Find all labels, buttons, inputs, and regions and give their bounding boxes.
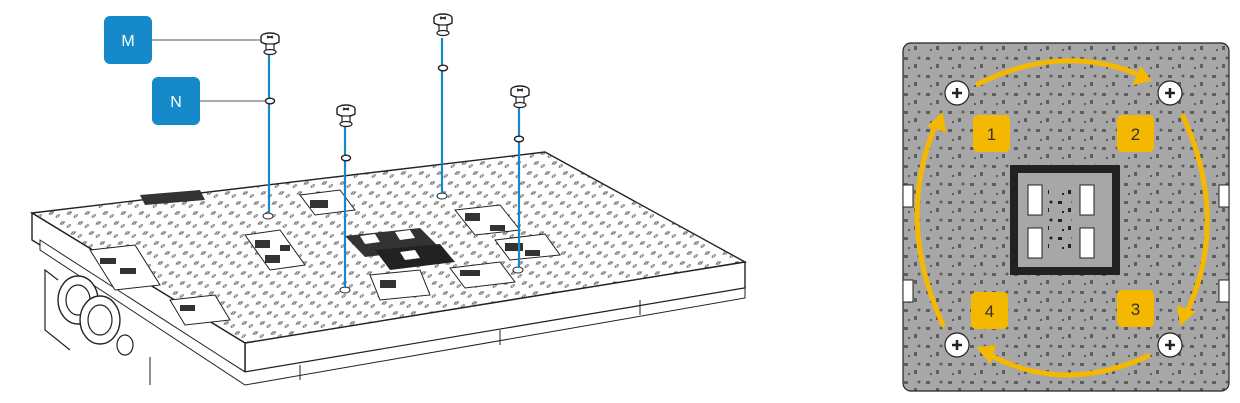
mounting-hole-2 xyxy=(1157,80,1183,106)
step-badge-2: 2 xyxy=(1117,115,1154,152)
screw xyxy=(336,104,356,128)
step-badge-3: 3 xyxy=(1117,290,1154,327)
isometric-board: M N xyxy=(29,13,748,386)
step-3-label: 3 xyxy=(1131,300,1140,319)
screw xyxy=(433,13,453,37)
step-4-label: 4 xyxy=(985,302,994,321)
arrow-3-to-4 xyxy=(985,351,1151,378)
screw-m xyxy=(260,32,280,56)
screw-leader-lines xyxy=(267,38,521,288)
chip-cluster-bottom xyxy=(89,190,516,326)
board-mounting-holes xyxy=(262,192,524,294)
center-chip xyxy=(1010,165,1120,275)
chip-cluster-center xyxy=(345,228,455,270)
callout-m: M xyxy=(104,16,262,64)
chip-cluster-right xyxy=(454,204,561,261)
arrow-2-to-3 xyxy=(1180,113,1210,317)
sequence-arrows xyxy=(914,58,1210,378)
washer xyxy=(340,154,352,162)
top-view-board: 1 2 3 4 xyxy=(902,42,1230,392)
step-badge-4: 4 xyxy=(971,292,1008,329)
mounting-hole-1 xyxy=(944,80,970,106)
step-2-label: 2 xyxy=(1131,125,1140,144)
arrow-1-to-2 xyxy=(975,58,1145,87)
washer xyxy=(513,135,525,143)
callout-m-label: M xyxy=(121,33,134,50)
step-1-label: 1 xyxy=(987,125,996,144)
mounting-hole-3 xyxy=(1157,332,1183,358)
port-connectors xyxy=(44,268,134,356)
callout-n: N xyxy=(152,77,265,125)
callout-n-label: N xyxy=(170,94,182,111)
chip-cluster-left xyxy=(244,189,356,271)
washer-n xyxy=(264,97,276,105)
arrow-4-to-1 xyxy=(914,121,946,328)
mounting-hole-4 xyxy=(944,332,970,358)
washers xyxy=(264,64,525,162)
step-badge-1: 1 xyxy=(973,115,1010,152)
washer xyxy=(437,64,449,72)
screw xyxy=(510,85,530,109)
